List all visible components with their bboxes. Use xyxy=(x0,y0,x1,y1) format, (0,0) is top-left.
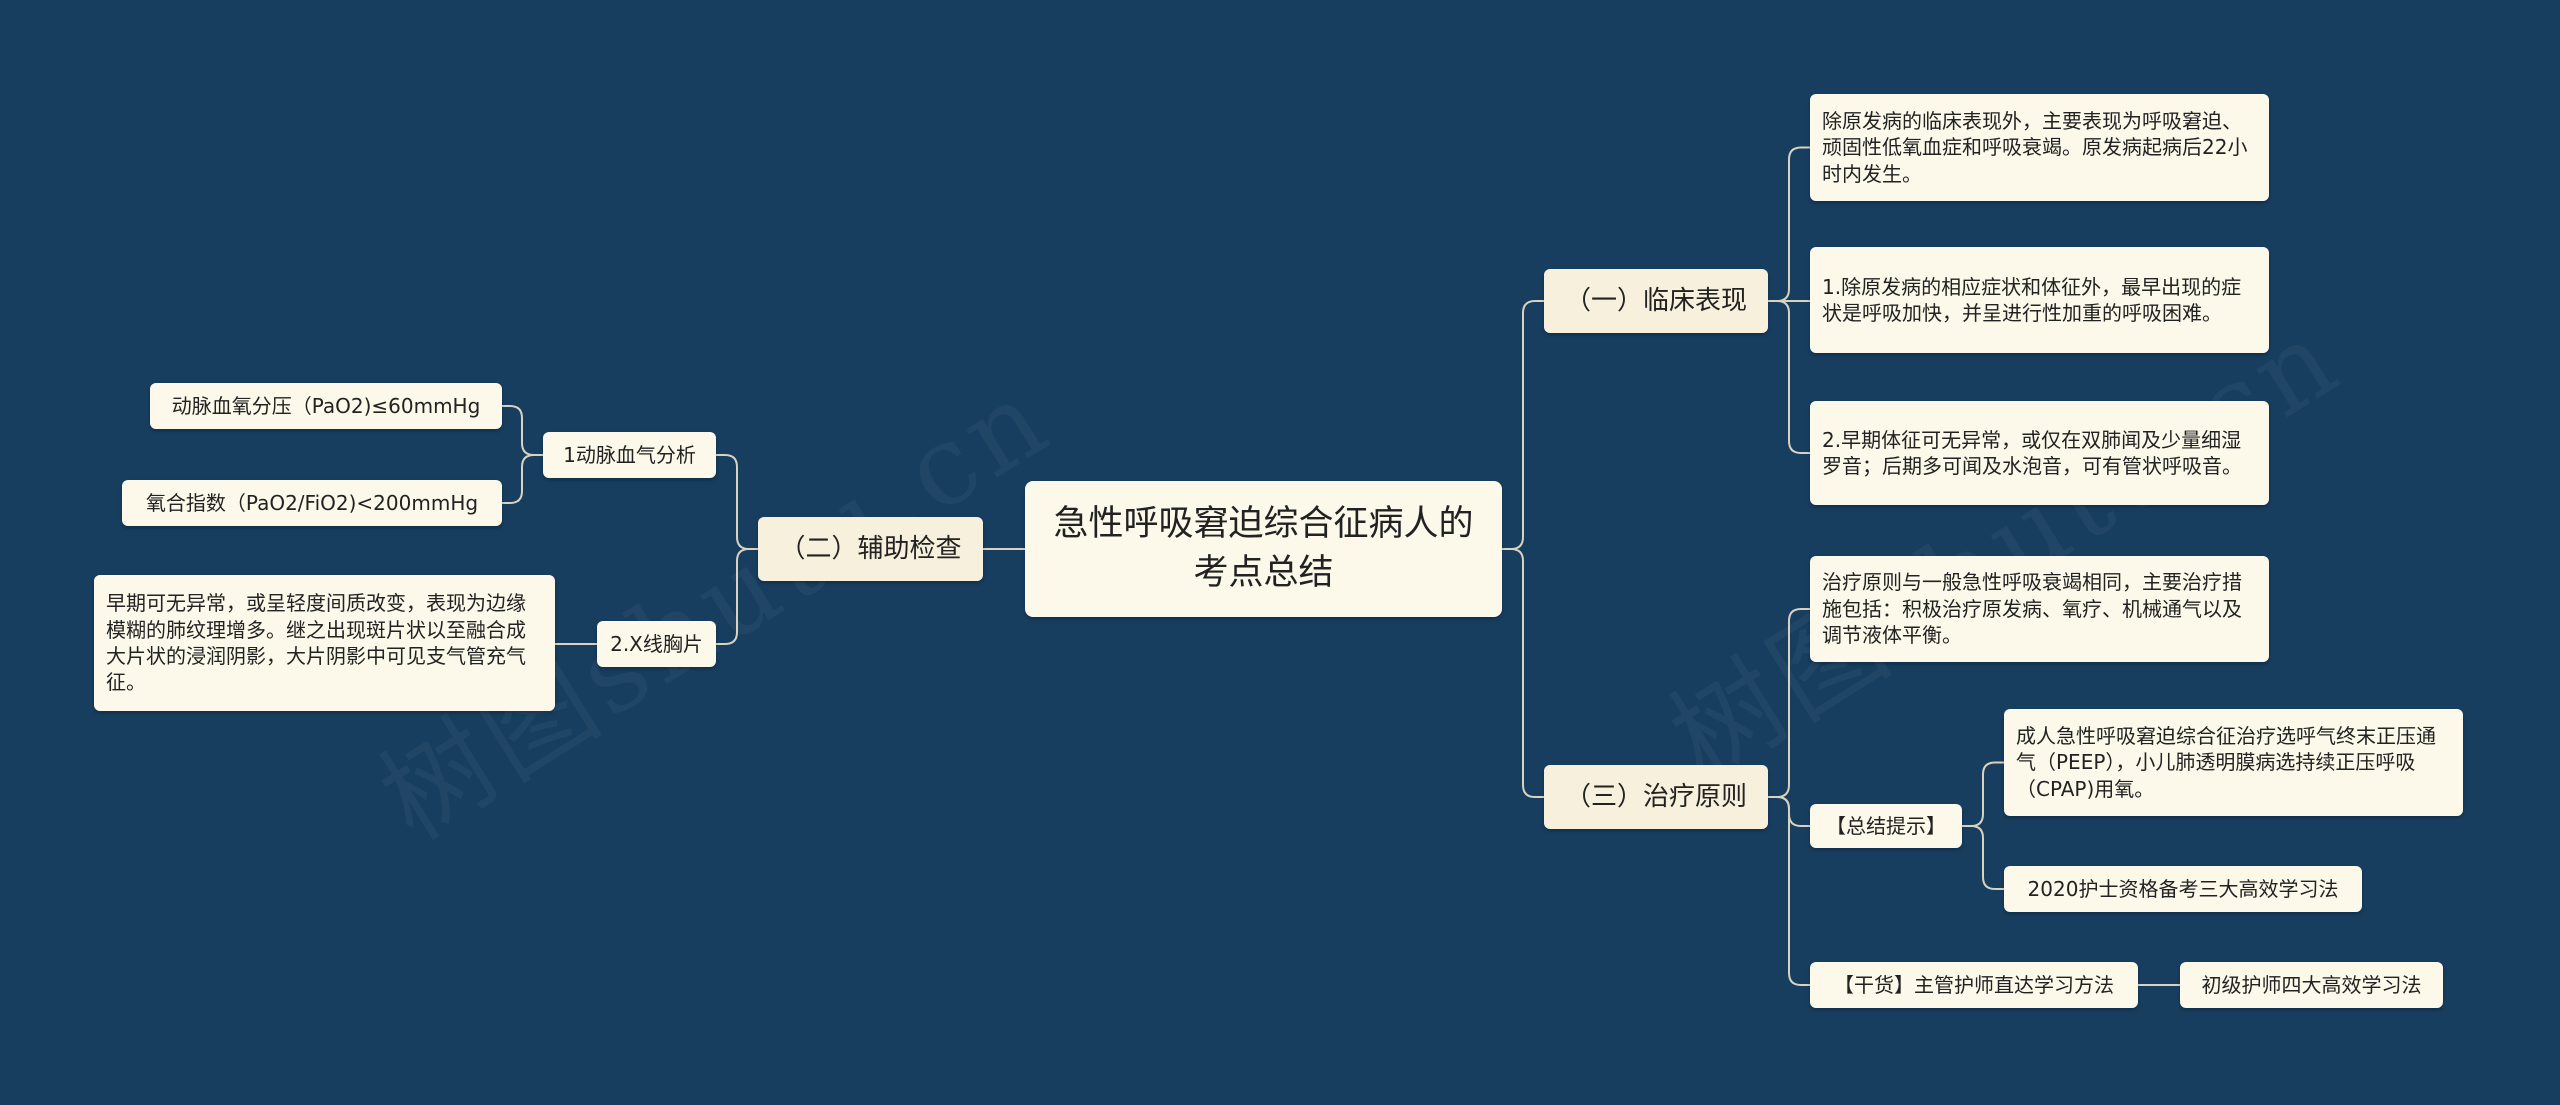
branch-clinical-label: （一）临床表现 xyxy=(1564,285,1747,316)
link-summary-item-2 xyxy=(1962,825,2004,890)
treatment-principle[interactable]: 治疗原则与一般急性呼吸衰竭相同，主要治疗措施包括：积极治疗原发病、氧疗、机械通气… xyxy=(1810,556,2269,662)
dry-goods-tip[interactable]: 【干货】主管护师直达学习方法 xyxy=(1810,962,2138,1008)
summary-tip-label: 【总结提示】 xyxy=(1826,813,1946,838)
link-clinical-item-3 xyxy=(1768,300,1810,454)
link-clinical-item-1 xyxy=(1768,146,1810,302)
dry-goods-child-text: 初级护师四大高效学习法 xyxy=(2201,972,2422,997)
branch-treatment-label: （三）治疗原则 xyxy=(1564,781,1747,812)
link-blood-gas-analysis xyxy=(716,454,758,550)
link-dry-goods-tip xyxy=(1768,796,1810,986)
chest-xray-detail[interactable]: 早期可无异常，或呈轻度间质改变，表现为边缘模糊的肺纹理增多。继之出现斑片状以至融… xyxy=(94,575,555,711)
treatment-principle-text: 治疗原则与一般急性呼吸衰竭相同，主要治疗措施包括：积极治疗原发病、氧疗、机械通气… xyxy=(1822,570,2242,648)
summary-item-1-text: 成人急性呼吸窘迫综合征治疗选呼气终末正压通气（PEEP），小儿肺透明膜病选持续正… xyxy=(2016,723,2436,801)
clinical-item-3-text: 2.早期体征可无异常，或仅在双肺闻及少量细湿罗音；后期多可闻及水泡音，可有管状呼… xyxy=(1822,427,2242,478)
blood-gas-item-1[interactable]: 动脉血氧分压（PaO2)≤60mmHg xyxy=(150,383,502,429)
branch-clinical[interactable]: （一）临床表现 xyxy=(1544,269,1768,333)
blood-gas-analysis[interactable]: 1动脉血气分析 xyxy=(543,432,716,478)
link-blood-gas-item-1 xyxy=(502,405,543,456)
branch-treatment[interactable]: （三）治疗原则 xyxy=(1544,765,1768,829)
root-topic-label: 急性呼吸窘迫综合征病人的考点总结 xyxy=(1053,504,1474,593)
chest-xray[interactable]: 2.X线胸片 xyxy=(597,621,716,667)
link-summary-item-1 xyxy=(1962,761,2004,827)
link-chest-xray xyxy=(716,548,758,645)
root-topic[interactable]: 急性呼吸窘迫综合征病人的考点总结 xyxy=(1025,481,1502,617)
link-root-clinical xyxy=(1502,300,1544,550)
link-root-treatment xyxy=(1502,548,1544,798)
summary-tip[interactable]: 【总结提示】 xyxy=(1810,804,1962,848)
clinical-item-1[interactable]: 除原发病的临床表现外，主要表现为呼吸窘迫、顽固性低氧血症和呼吸衰竭。原发病起病后… xyxy=(1810,94,2269,201)
dry-goods-tip-label: 【干货】主管护师直达学习方法 xyxy=(1834,972,2114,997)
blood-gas-item-2-text: 氧合指数（PaO2/FiO2)<200mmHg xyxy=(145,490,479,515)
branch-auxiliary-label: （二）辅助检查 xyxy=(779,533,962,564)
blood-gas-item-1-text: 动脉血氧分压（PaO2)≤60mmHg xyxy=(171,393,481,418)
blood-gas-analysis-label: 1动脉血气分析 xyxy=(563,442,696,467)
link-blood-gas-item-2 xyxy=(502,454,543,504)
dry-goods-child[interactable]: 初级护师四大高效学习法 xyxy=(2180,962,2443,1008)
clinical-item-1-text: 除原发病的临床表现外，主要表现为呼吸窘迫、顽固性低氧血症和呼吸衰竭。原发病起病后… xyxy=(1822,108,2248,186)
clinical-item-3[interactable]: 2.早期体征可无异常，或仅在双肺闻及少量细湿罗音；后期多可闻及水泡音，可有管状呼… xyxy=(1810,401,2269,505)
clinical-item-2[interactable]: 1.除原发病的相应症状和体征外，最早出现的症状是呼吸加快，并呈进行性加重的呼吸困… xyxy=(1810,247,2269,353)
chest-xray-label: 2.X线胸片 xyxy=(610,631,703,656)
summary-item-1[interactable]: 成人急性呼吸窘迫综合征治疗选呼气终末正压通气（PEEP），小儿肺透明膜病选持续正… xyxy=(2004,709,2463,816)
blood-gas-item-2[interactable]: 氧合指数（PaO2/FiO2)<200mmHg xyxy=(122,480,502,526)
branch-auxiliary[interactable]: （二）辅助检查 xyxy=(758,517,983,581)
clinical-item-2-text: 1.除原发病的相应症状和体征外，最早出现的症状是呼吸加快，并呈进行性加重的呼吸困… xyxy=(1822,274,2242,325)
summary-item-2-text: 2020护士资格备考三大高效学习法 xyxy=(2027,876,2339,901)
chest-xray-detail-text: 早期可无异常，或呈轻度间质改变，表现为边缘模糊的肺纹理增多。继之出现斑片状以至融… xyxy=(106,591,526,695)
summary-item-2[interactable]: 2020护士资格备考三大高效学习法 xyxy=(2004,866,2362,912)
link-treatment-principle xyxy=(1768,608,1810,798)
